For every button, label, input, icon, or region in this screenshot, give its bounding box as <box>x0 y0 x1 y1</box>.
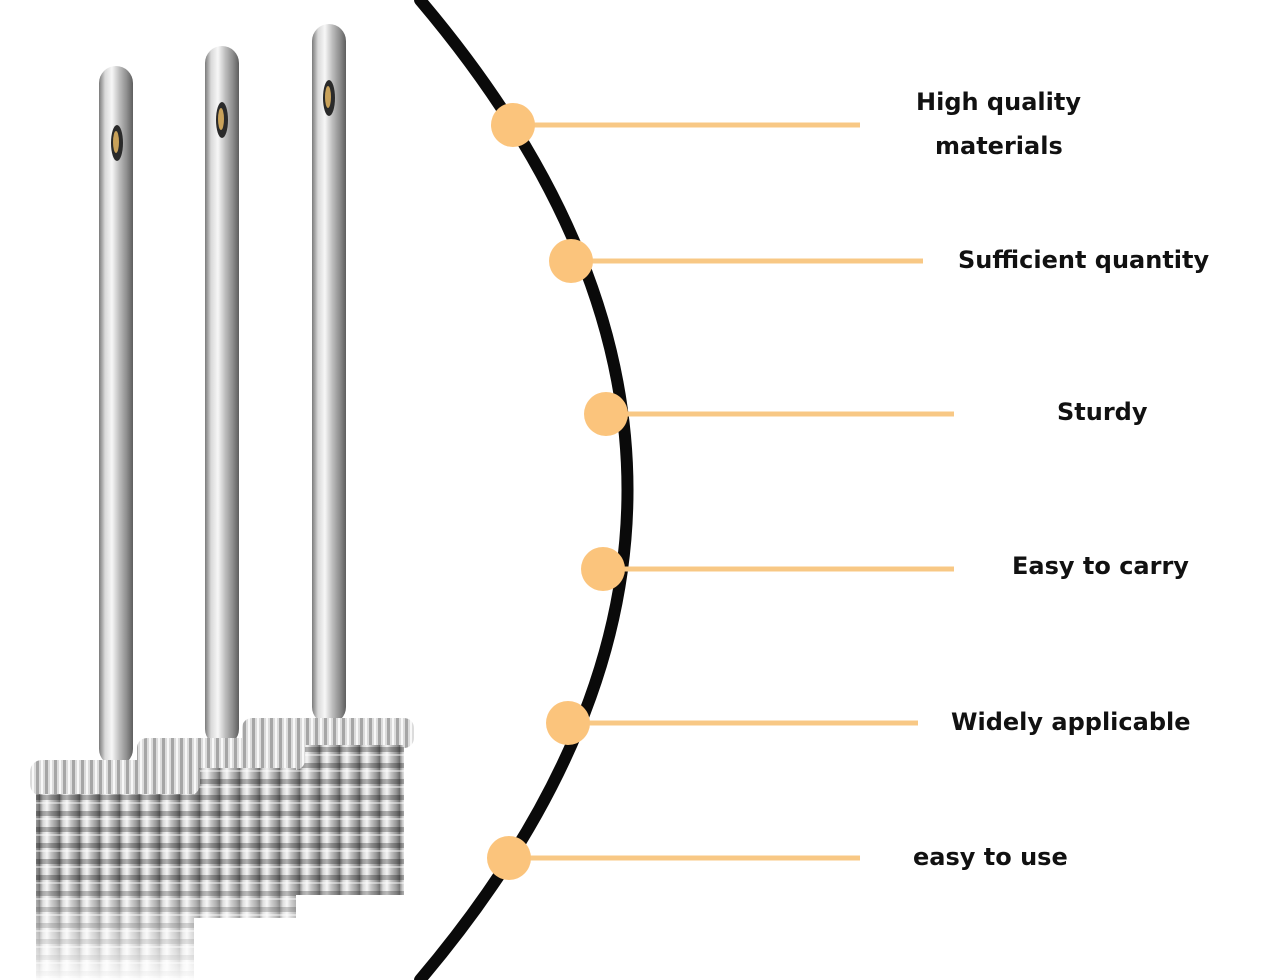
feature-label-sturdy: Sturdy <box>1057 398 1148 426</box>
feature-label-sufficient-quantity: Sufficient quantity <box>958 246 1210 274</box>
arc-dot-5 <box>546 701 590 745</box>
arc-dot-3 <box>584 392 628 436</box>
feature-label-easy-to-carry: Easy to carry <box>1012 552 1189 580</box>
feature-label-line: materials <box>935 132 1063 160</box>
arc-dots <box>487 103 628 880</box>
arc-divider <box>414 0 634 980</box>
connector-lines <box>509 122 954 861</box>
arc-dot-2 <box>549 239 593 283</box>
feature-label-easy-to-use: easy to use <box>913 843 1068 871</box>
needle-1 <box>30 66 200 980</box>
arc-dot-4 <box>581 547 625 591</box>
reflection-fade <box>0 880 440 980</box>
arc-dot-1 <box>491 103 535 147</box>
feature-label-line: High quality <box>916 88 1081 116</box>
arc-dot-6 <box>487 836 531 880</box>
feature-label-high-quality-materials: High quality materials <box>916 80 1096 168</box>
feature-label-widely-applicable: Widely applicable <box>951 708 1191 736</box>
